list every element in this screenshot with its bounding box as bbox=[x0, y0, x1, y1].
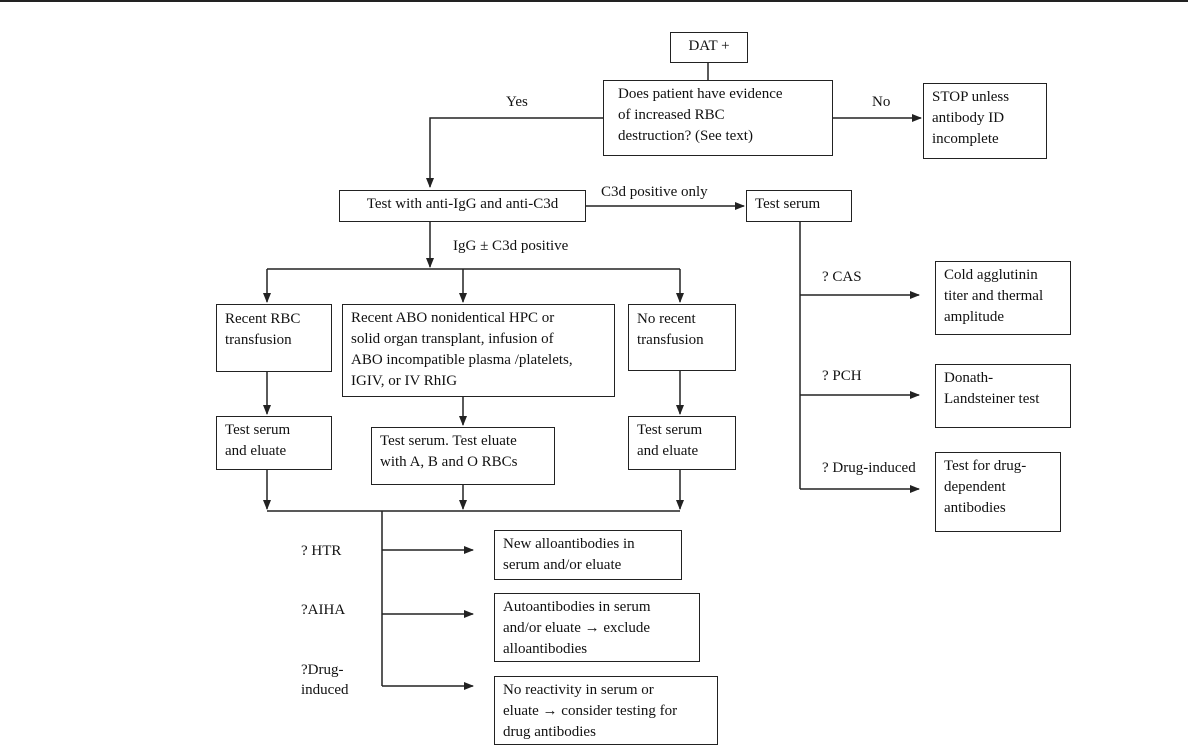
test-anti-igg-c3d-box: Test with anti-IgG and anti-C3d bbox=[339, 190, 586, 222]
aiha-label: ?AIHA bbox=[301, 602, 346, 618]
test-serum-eluate-left-box: Test serum and eluate bbox=[216, 416, 332, 470]
donath-landsteiner-box: Donath- Landsteiner test bbox=[935, 364, 1071, 428]
drug-dependent-antibodies-box: Test for drug- dependent antibodies bbox=[935, 452, 1061, 532]
c3d-positive-only-label: C3d positive only bbox=[601, 184, 708, 200]
no-label: No bbox=[872, 94, 891, 110]
connector-yes bbox=[426, 117, 603, 188]
igg-c3d-positive-label: IgG ± C3d positive bbox=[453, 238, 569, 254]
no-recent-transfusion-box: No recent transfusion bbox=[628, 304, 736, 371]
autoantibodies-box: Autoantibodies in serum and/or eluate → … bbox=[494, 593, 700, 662]
new-alloantibodies-box: New alloantibodies in serum and/or eluat… bbox=[494, 530, 682, 580]
recent-abo-nonidentical-box: Recent ABO nonidentical HPC or solid org… bbox=[342, 304, 615, 397]
dat-positive-box: DAT + bbox=[670, 32, 748, 63]
cold-agglutinin-box: Cold agglutinin titer and thermal amplit… bbox=[935, 261, 1071, 335]
top-rule bbox=[0, 0, 1188, 2]
test-serum-right-box: Test serum bbox=[746, 190, 852, 222]
recent-rbc-transfusion-box: Recent RBC transfusion bbox=[216, 304, 332, 372]
rbc-destruction-question-box: Does patient have evidence of increased … bbox=[603, 80, 833, 156]
pch-label: ? PCH bbox=[822, 368, 862, 384]
drug-induced-right-label: ? Drug-induced bbox=[822, 460, 916, 476]
test-serum-eluate-abo-box: Test serum. Test eluate with A, B and O … bbox=[371, 427, 555, 485]
drug-induced-left-label: ?Drug- induced bbox=[301, 662, 349, 698]
test-serum-eluate-right-box: Test serum and eluate bbox=[628, 416, 736, 470]
stop-box: STOP unless antibody ID incomplete bbox=[923, 83, 1047, 159]
yes-label: Yes bbox=[506, 94, 528, 110]
cas-label: ? CAS bbox=[822, 269, 862, 285]
htr-label: ? HTR bbox=[301, 543, 342, 559]
no-reactivity-box: No reactivity in serum or eluate → consi… bbox=[494, 676, 718, 745]
